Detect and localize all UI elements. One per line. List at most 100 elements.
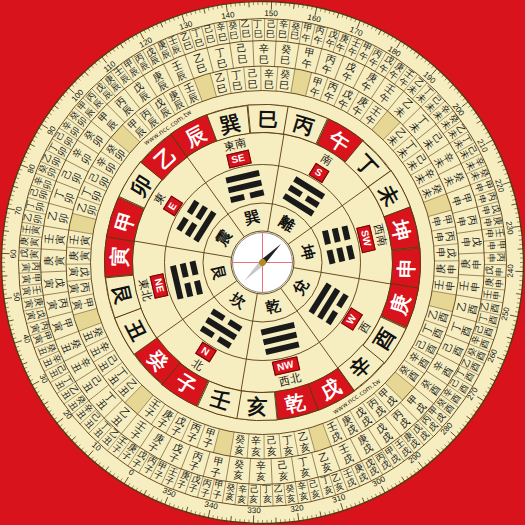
mountain-cell: 申 [390,245,423,289]
degree-tick [375,494,377,497]
degree-tick [169,503,170,506]
ring-divider [453,207,478,213]
trigram-line [170,265,183,299]
degree-tick [32,381,39,385]
degree-tick [57,102,60,104]
degree-tick [438,72,440,75]
chuanshan-cell: 己巳 [247,68,258,90]
degree-tick [199,512,201,515]
ring-divider [434,260,458,261]
trigram-line [341,225,354,259]
degree-tick [78,445,80,447]
degree-tick [513,320,516,322]
degree-tick [2,248,5,249]
degree-tick [507,337,512,339]
ring-divider [434,276,458,278]
degree-tick [262,2,263,6]
heaven-pool [233,233,293,293]
ring-divider [44,226,69,230]
ring-divider [246,321,252,359]
degree-tick [417,468,419,471]
degree-tick [21,359,24,360]
degree-tick [271,2,272,10]
degree-tick [371,496,372,499]
needle-pivot [258,258,268,268]
chuanshan-cell: 己亥 [267,435,278,457]
ring-line [66,66,459,459]
degree-tick [60,425,63,427]
degree-tick [144,30,146,33]
direction-letter: W [344,312,358,326]
degree-tick [161,22,163,27]
degree-tick [478,403,481,405]
degree-tick [2,239,5,240]
degree-tick [19,169,22,170]
degree-tick [248,2,249,7]
degree-tick [128,483,130,486]
degree-tick [519,244,522,245]
ring-divider [456,295,481,299]
trigram-bar [288,185,303,198]
trigram-bar [200,326,215,339]
degree-tick [363,22,364,25]
degree-tick [395,39,397,42]
dragon-cell: 庚寅 [42,256,64,266]
degree-tick [182,14,184,22]
degree-tick [2,253,10,254]
degree-tick [289,519,290,522]
degree-tick [510,190,513,192]
ring-line [91,91,435,435]
degree-tick [2,266,5,267]
degree-tick [371,26,372,29]
degree-tick [425,60,427,63]
degree-tick [457,431,460,433]
degree-tick [284,2,285,5]
degree-tick [518,248,523,249]
ring-divider [230,432,234,456]
ring-divider [294,268,322,273]
degree-tick [28,148,31,150]
degree-tick [244,2,245,5]
degree-tick [75,441,78,443]
degree-tick [515,271,523,272]
dragon-cell: 庚申 [460,259,482,269]
trigram-name: 艮 [209,264,227,282]
degree-tick [516,217,519,219]
degree-tick [445,78,447,80]
degree-tick [8,320,13,321]
ring-divider [204,253,232,258]
trigram-bar [217,336,232,349]
ring-divider [312,453,318,478]
degree-tick [494,375,497,377]
degree-tick [507,342,510,343]
degree-tick [41,399,44,401]
fenjin-cell: 辛巳 [277,20,288,40]
degree-tick [516,307,519,309]
degree-tick [13,338,16,339]
degree-tick [5,221,8,223]
degree-tick [457,91,460,93]
degree-tick [375,28,377,31]
ring-divider [19,272,41,274]
degree-tick [441,75,443,78]
degree-tick [190,12,192,15]
degree-tick [519,280,522,281]
degree-tick [109,471,111,474]
degree-tick [414,471,416,474]
degree-tick [14,341,22,343]
degree-tick [136,488,138,491]
degree-tick [34,387,37,389]
ring-divider [276,19,277,41]
degree-tick [10,194,13,196]
degree-tick [41,124,48,128]
dragon-cell: 戊寅 [43,276,66,288]
degree-tick [2,271,5,272]
degree-tick [346,506,347,509]
degree-tick [140,32,144,39]
degree-tick [378,30,380,35]
degree-tick [51,414,54,416]
fenjin-cell: 庚申 [484,277,504,288]
degree-tick [510,333,513,335]
degree-tick [490,378,495,380]
degree-tick [17,351,20,352]
